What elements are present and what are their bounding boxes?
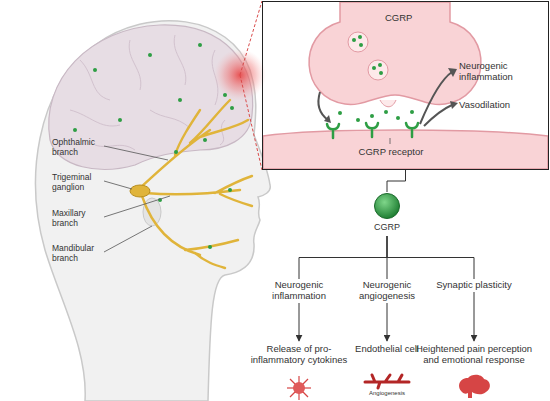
trigeminal-ganglion — [130, 185, 150, 197]
cgrp-dot — [352, 38, 356, 42]
part-label: Maxillary branch — [52, 208, 110, 228]
flow-text: Synaptic plasticity — [427, 279, 521, 290]
cgrp-dot — [73, 128, 77, 132]
part-label: Ophthalmic branch — [52, 137, 110, 157]
cgrp-dot — [178, 98, 182, 102]
cgrp-dot — [396, 116, 400, 120]
spike — [290, 379, 308, 397]
zoom-line — [240, 1, 262, 75]
leader-line — [104, 146, 168, 160]
cgrp-dot — [174, 150, 178, 154]
cgrp-dot — [208, 245, 212, 249]
flow-connector — [474, 292, 475, 341]
ear — [143, 198, 161, 226]
flow-connector — [299, 236, 387, 279]
cgrp-dot — [356, 118, 360, 122]
cgrp-receptors — [327, 123, 418, 138]
cgrp-molecule: CGRP — [362, 192, 412, 236]
angiogenesis-icon — [365, 375, 409, 388]
part-label: Trigeminal ganglion — [52, 172, 110, 192]
cgrp-dot — [118, 118, 122, 122]
brain — [49, 25, 253, 169]
vesicle — [348, 32, 368, 52]
flow-text: Heightened pain perception and emotional… — [412, 343, 536, 365]
part-label: Mandibular branch — [52, 243, 110, 263]
flow-text: Neurogenic inflammation — [252, 279, 346, 301]
ophthalmic-nerve — [140, 100, 248, 188]
cgrp-receptor — [327, 124, 339, 138]
cgrp-dot — [379, 71, 383, 75]
cgrp-receptor — [406, 123, 418, 137]
flow-connector — [387, 303, 388, 341]
cgrp-dot — [358, 35, 362, 39]
leader-line — [104, 181, 132, 189]
cgrp-dot — [370, 114, 374, 118]
fusing-vesicle — [380, 100, 396, 107]
mandibular-nerve — [142, 196, 238, 268]
effect-text: Release of pro-inflammatory cytokines — [242, 343, 356, 365]
arrow-head — [324, 115, 331, 123]
cgrp-dot — [93, 68, 97, 72]
cgrp-dot — [230, 106, 234, 110]
cgrp-dot — [410, 110, 414, 114]
brain-shape — [459, 375, 490, 398]
arrow-head — [448, 68, 457, 77]
cgrp-dot — [384, 110, 388, 114]
trigeminal-nerve — [140, 100, 252, 268]
inset-label: Neurogenic inflammation — [459, 60, 545, 82]
maxillary-nerve — [145, 176, 252, 206]
leader-line — [390, 138, 391, 144]
cgrp-molecules — [338, 35, 414, 122]
molecule-circle — [373, 192, 401, 220]
leader-line — [104, 226, 152, 252]
leader-lines — [104, 146, 170, 252]
spike — [290, 379, 308, 397]
leader-line — [104, 196, 170, 217]
vesicle — [368, 60, 388, 80]
effect-text: Heightened pain perception and emotional… — [412, 343, 536, 365]
cgrp-dot — [372, 66, 376, 70]
cgrp-dot — [228, 188, 232, 192]
icon-caption: Angiogenesis — [357, 389, 417, 397]
vessel — [365, 375, 409, 388]
postsynaptic-membrane — [263, 130, 548, 169]
cgrp-dot — [359, 43, 363, 47]
flow-text: Neurogenic angiogenesis — [340, 279, 434, 301]
release-arrow — [318, 92, 328, 120]
cgrp-dot — [198, 43, 202, 47]
cytokine-cell — [293, 382, 305, 394]
cgrp-dots — [73, 43, 234, 249]
cytokine-icon — [287, 376, 311, 400]
arrow-head — [450, 101, 458, 109]
signal-arrow — [424, 105, 452, 126]
inset-label: CGRP receptor — [355, 146, 427, 157]
cgrp-dot — [148, 53, 152, 57]
inset-label: CGRP — [385, 12, 425, 23]
flow-text: Release of pro-inflammatory cytokines — [242, 343, 356, 365]
cgrp-dot — [223, 93, 227, 97]
mechanism-text: Neurogenic angiogenesis — [340, 279, 434, 301]
flow-connector — [299, 303, 300, 341]
mechanism-text: Synaptic plasticity — [427, 279, 521, 290]
brain-icon — [459, 375, 490, 398]
cgrp-receptor — [366, 123, 378, 137]
molecule-circle — [375, 194, 400, 219]
inset-label: Vasodilation — [459, 99, 545, 110]
flow-connector — [387, 170, 406, 192]
cgrp-dot — [378, 63, 382, 67]
presynaptic-terminal — [309, 2, 481, 104]
mechanism-text: Neurogenic inflammation — [252, 279, 346, 301]
synapse-inset: CGRP Neurogenic inflammationVasodilationC… — [262, 1, 549, 170]
molecule-label: CGRP — [362, 222, 412, 233]
cgrp-dot — [203, 138, 207, 142]
cgrp-dot — [338, 111, 342, 115]
cytokine-spikes — [287, 376, 311, 400]
head-outline — [36, 21, 271, 401]
flow-connector — [387, 236, 474, 279]
